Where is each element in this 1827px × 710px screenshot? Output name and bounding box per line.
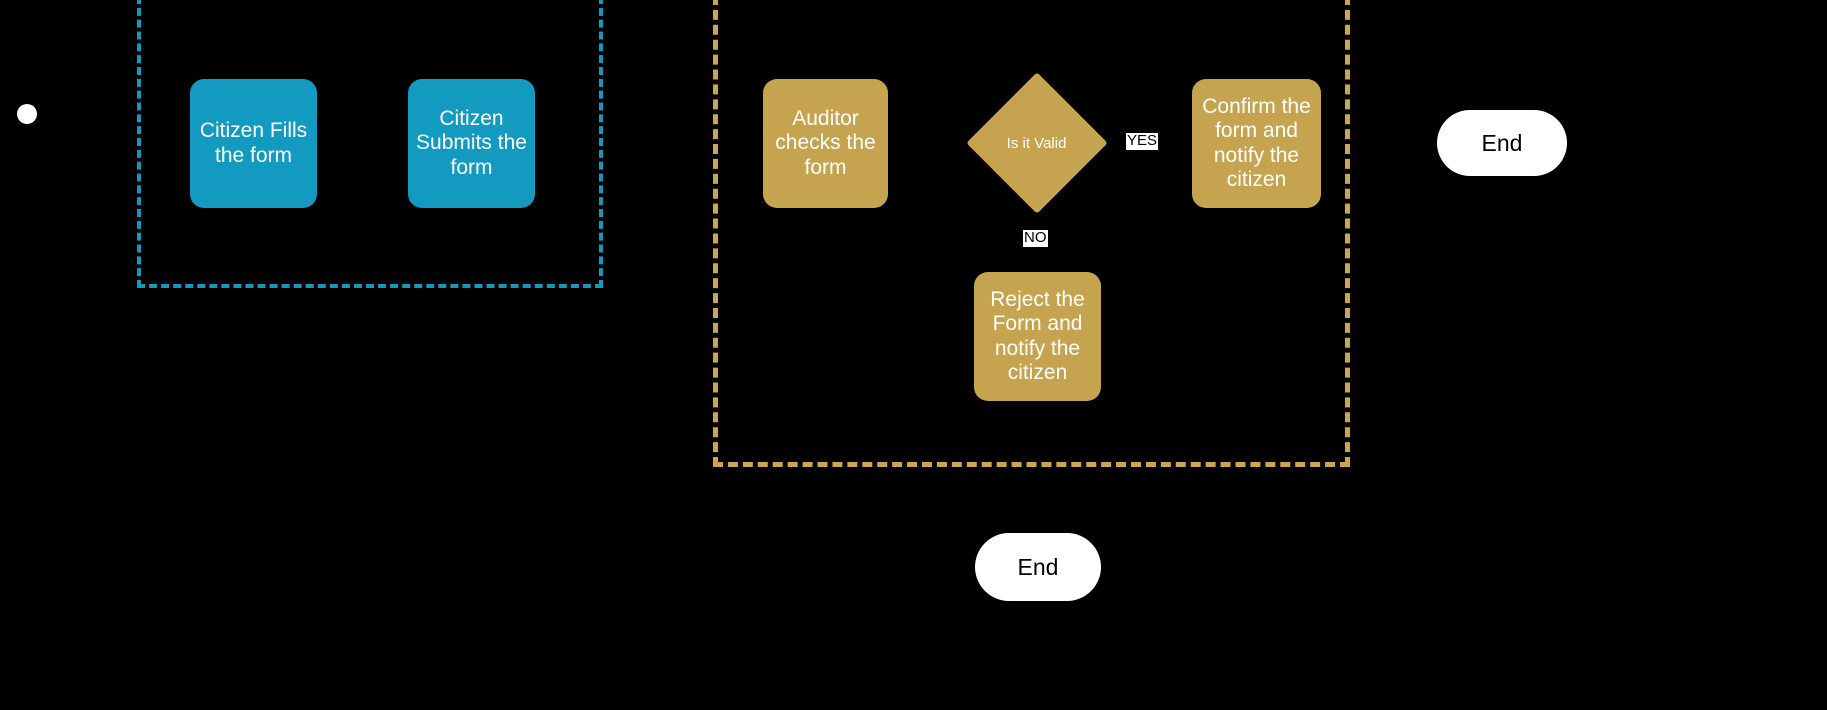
node-auditor-checks-the-form[interactable]: Auditor checks the form (763, 79, 888, 208)
edge-label-yes-text: YES (1127, 132, 1158, 149)
citizen-lane-container[interactable] (137, 0, 603, 288)
node-label: Reject the Form and notify the citizen (990, 287, 1085, 384)
end-node-right-label: End (1481, 129, 1523, 156)
node-citizen-fills-the-form[interactable]: Citizen Fills the form (190, 79, 317, 208)
end-node-bottom-label: End (1017, 553, 1059, 580)
decision-label: Is it Valid (1007, 134, 1067, 152)
node-label: Confirm the form and notify the citizen (1202, 94, 1311, 191)
edge-label-no-text: NO (1024, 229, 1047, 246)
auditor-lane-container[interactable] (713, 0, 1350, 467)
node-label: Citizen Fills the form (199, 119, 308, 167)
node-confirm-the-form-and-notify-the-citizen[interactable]: Confirm the form and notify the citizen (1192, 79, 1321, 208)
edge-label-no: NO (1023, 229, 1048, 247)
node-citizen-submits-the-form[interactable]: Citizen Submits the form (408, 79, 535, 208)
end-node-bottom[interactable]: End (975, 533, 1101, 601)
start-node[interactable] (17, 104, 37, 124)
node-label: Citizen Submits the form (416, 106, 527, 179)
node-label: Auditor checks the form (775, 106, 876, 179)
edge-label-yes: YES (1126, 132, 1159, 150)
end-node-right[interactable]: End (1437, 110, 1567, 176)
node-reject-the-form-and-notify-the-citizen[interactable]: Reject the Form and notify the citizen (974, 272, 1101, 401)
